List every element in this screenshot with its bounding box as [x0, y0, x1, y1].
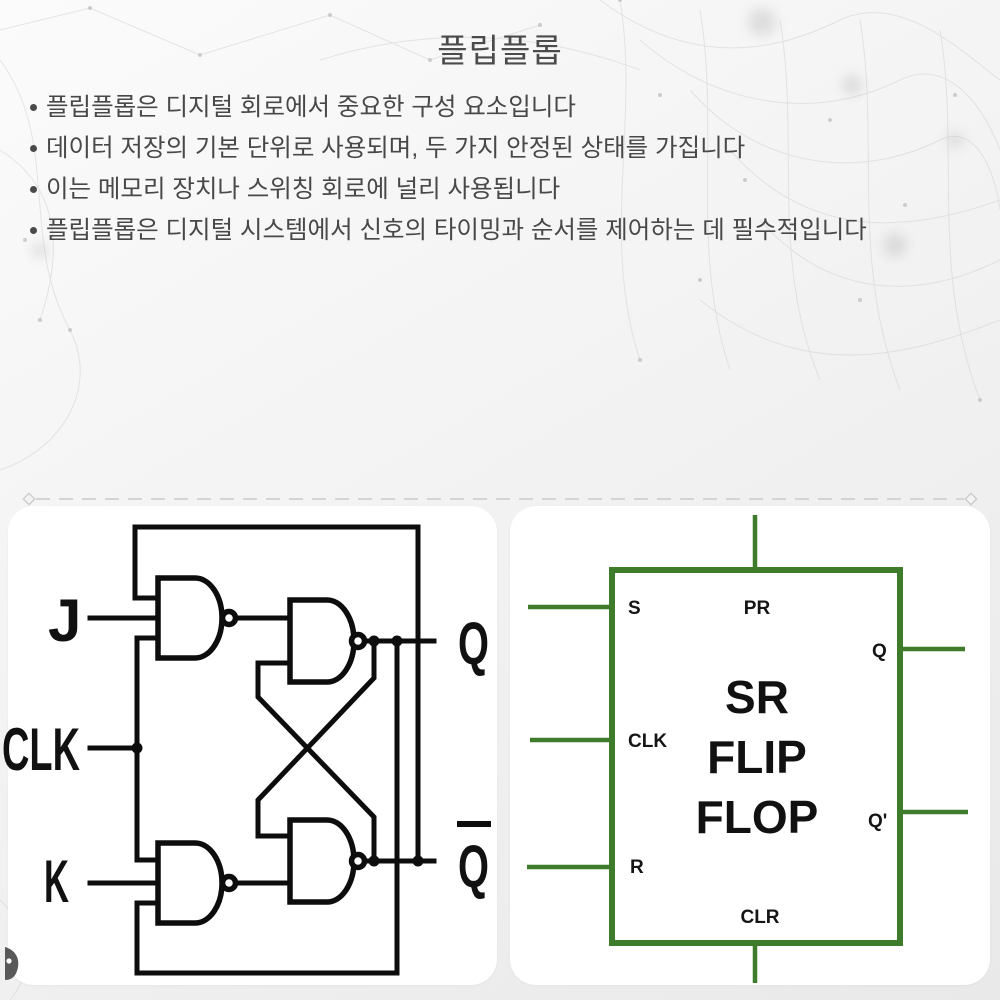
nand-bubble [348, 631, 368, 651]
sr-pin-clr: CLR [740, 907, 779, 928]
bullet-item: 플립플롭은 디지털 시스템에서 신호의 타이밍과 순서를 제어하는 데 필수적입… [30, 217, 910, 245]
bullet-dot [30, 145, 37, 152]
bullet-dot [30, 186, 37, 193]
jk-label-k: K [44, 848, 69, 915]
bullet-text: 이는 메모리 장치나 스위칭 회로에 널리 사용됩니다 [46, 176, 561, 203]
sr-pin-q: Q [872, 641, 887, 662]
watermark-logo [5, 947, 19, 980]
bullet-text: 데이터 저장의 기본 단위로 사용되며, 두 가지 안정된 상태를 가집니다 [46, 135, 746, 162]
sr-flipflop-block-diagram: S PR Q CLK Q' R CLR SR FLIP FLOP [527, 515, 968, 983]
sr-wires [527, 515, 968, 983]
nand-bubble [219, 873, 239, 893]
bullet-text: 플립플롭은 디지털 회로에서 중요한 구성 요소입니다 [46, 94, 576, 121]
bullet-text: 플립플롭은 디지털 시스템에서 신호의 타이밍과 순서를 제어하는 데 필수적입… [46, 217, 867, 244]
nand-gate-top-right [287, 597, 357, 685]
jk-flipflop-circuit-card: J CLK K Q Q [2, 506, 497, 985]
nand-gate-bottom-left [155, 840, 225, 926]
bullet-list: 플립플롭은 디지털 회로에서 중요한 구성 요소입니다 데이터 저장의 기본 단… [30, 94, 910, 258]
nand-bubble [219, 608, 239, 628]
jk-label-q-bar: Q [458, 833, 489, 900]
sr-title-line2: FLIP [707, 731, 807, 783]
nand-gate-top-left [155, 575, 225, 661]
bullet-item: 이는 메모리 장치나 스위칭 회로에 널리 사용됩니다 [30, 176, 910, 204]
jk-label-q: Q [458, 610, 489, 677]
bullet-item: 플립플롭은 디지털 회로에서 중요한 구성 요소입니다 [30, 94, 910, 122]
circuit-wires [87, 524, 437, 976]
jk-label-j: J [48, 587, 81, 654]
sr-pin-clk: CLK [628, 731, 667, 752]
jk-label-clk: CLK [2, 716, 80, 783]
sr-flipflop-block-card: S PR Q CLK Q' R CLR SR FLIP FLOP [510, 506, 990, 985]
jk-flipflop-circuit-diagram: J CLK K Q Q [2, 524, 491, 976]
sr-pin-pr: PR [744, 598, 771, 619]
nand-gates [155, 575, 368, 926]
slide-title: 플립플롭 [437, 32, 563, 69]
sr-pin-r: R [630, 857, 644, 878]
sr-pin-s: S [628, 598, 641, 619]
sr-title-line1: SR [725, 671, 789, 723]
sr-title-line3: FLOP [696, 791, 819, 843]
bullet-dot [30, 104, 37, 111]
sr-pin-q-prime: Q' [868, 811, 887, 832]
bullet-dot [30, 227, 37, 234]
junction-dots [131, 635, 424, 867]
nand-gate-bottom-right [287, 817, 357, 905]
bullet-item: 데이터 저장의 기본 단위로 사용되며, 두 가지 안정된 상태를 가집니다 [30, 135, 910, 163]
sr-box-outline [609, 567, 903, 946]
nand-bubble [348, 851, 368, 871]
